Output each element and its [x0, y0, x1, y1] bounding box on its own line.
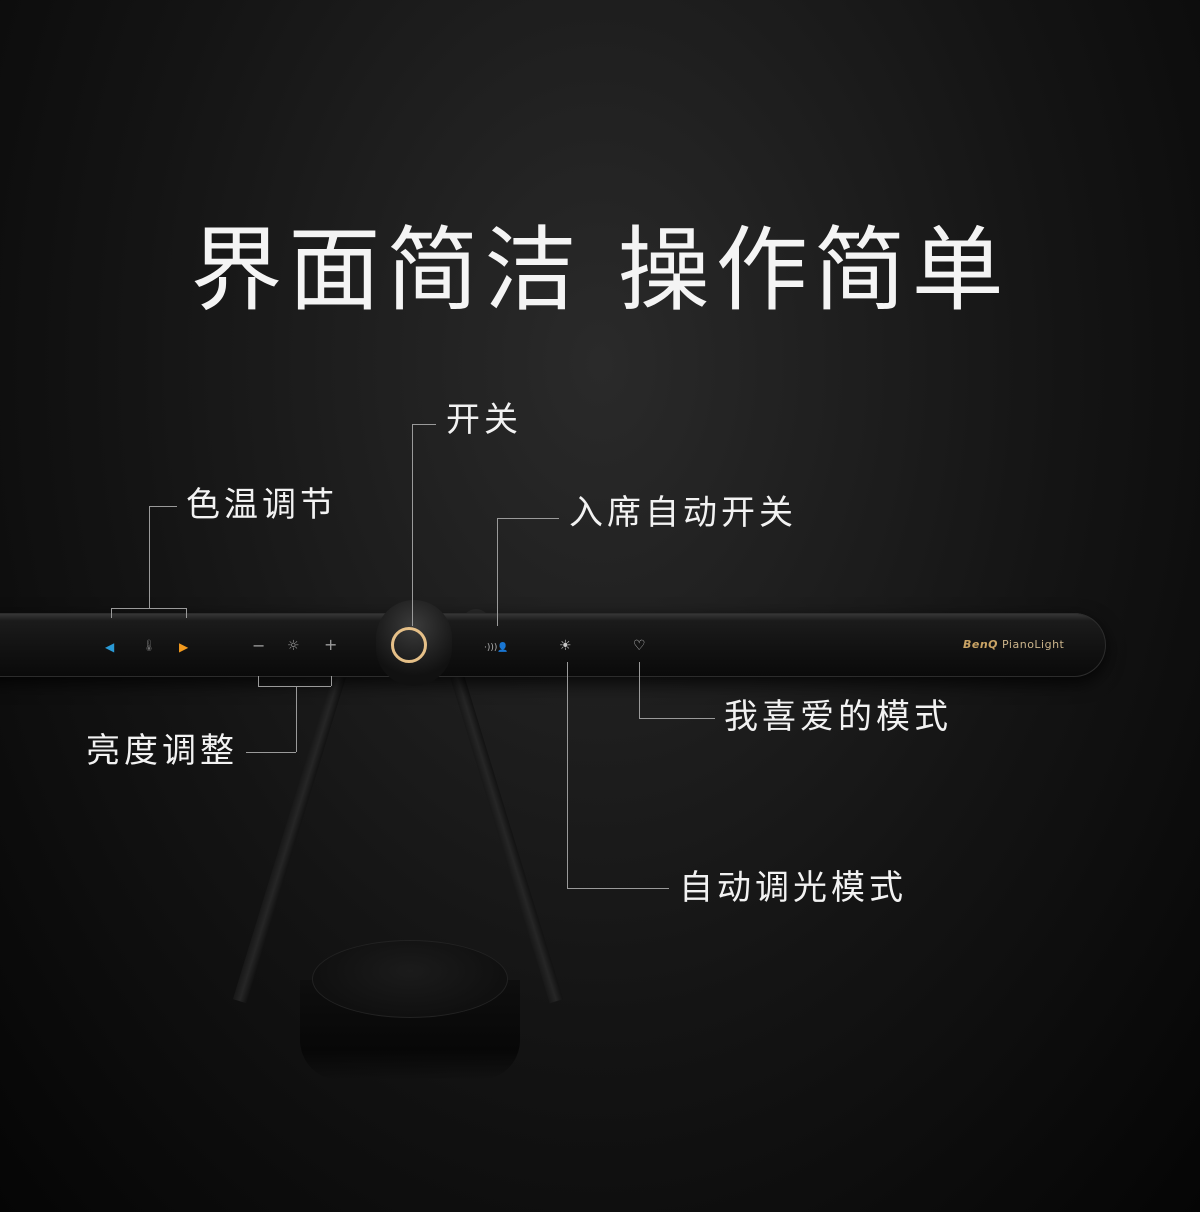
callout-bracket-brightness-r: [331, 676, 332, 686]
brand-name: BenQ: [963, 638, 999, 651]
heart-icon[interactable]: ♡: [633, 638, 646, 654]
callout-line-favorite-h: [639, 718, 715, 719]
callout-bracket-colortemp: [111, 608, 186, 609]
callout-line-colortemp-v: [149, 506, 150, 608]
warm-arrow-icon[interactable]: ▶: [179, 640, 189, 654]
callout-line-favorite-v: [639, 662, 640, 718]
label-color-temp: 色温调节: [186, 485, 338, 525]
label-auto-dim: 自动调光模式: [679, 868, 907, 908]
callout-line-brightness-v: [296, 686, 297, 752]
callout-bracket-brightness-l: [258, 676, 259, 686]
callout-line-presence-v: [497, 518, 498, 626]
power-button[interactable]: [391, 627, 427, 663]
callout-line-power-h: [412, 424, 436, 425]
callout-line-colortemp-h: [149, 506, 177, 507]
sun-icon: ☼: [287, 638, 300, 654]
callout-line-autodim-h: [567, 888, 669, 889]
callout-line-presence-h: [497, 518, 559, 519]
thermometer-icon: 🌡: [142, 639, 156, 652]
headline: 界面简洁 操作简单: [190, 217, 1010, 324]
lamp-control-panel: [0, 613, 1106, 677]
callout-line-autodim-v: [567, 662, 568, 888]
brightness-minus-button[interactable]: −: [252, 636, 266, 655]
label-brightness: 亮度调整: [86, 731, 238, 771]
label-favorite: 我喜爱的模式: [724, 697, 952, 737]
label-power: 开关: [446, 400, 522, 440]
callout-bracket-brightness: [258, 686, 331, 687]
label-presence: 入席自动开关: [569, 493, 797, 533]
cool-arrow-icon[interactable]: ◀: [105, 640, 115, 654]
model-name: PianoLight: [1002, 638, 1065, 651]
callout-line-power: [412, 424, 413, 626]
callout-line-brightness-h: [246, 752, 296, 753]
callout-bracket-colortemp-r: [186, 608, 187, 618]
lamp-leg-left: [232, 673, 346, 1004]
lamp-control-bar: [0, 613, 1106, 677]
brightness-plus-button[interactable]: +: [324, 635, 338, 654]
presence-icon[interactable]: ·)))👤: [484, 643, 509, 653]
lamp-base-top: [312, 940, 508, 1018]
callout-bracket-colortemp-l: [111, 608, 112, 618]
auto-dim-icon[interactable]: ☀: [559, 638, 572, 654]
